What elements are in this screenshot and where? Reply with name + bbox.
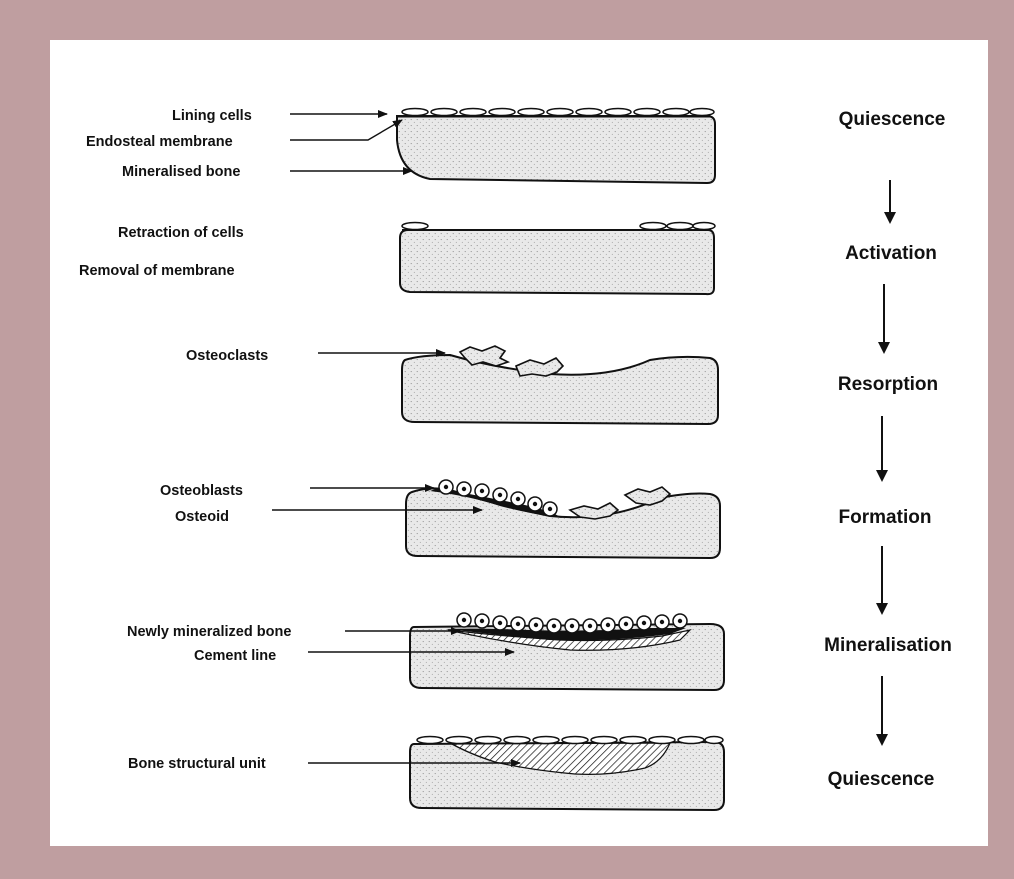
stage-quiescence-end: Quiescence (828, 769, 935, 790)
lining-cells-row (402, 109, 714, 116)
label-removal-of-membrane: Removal of membrane (79, 263, 235, 279)
label-osteoclasts: Osteoclasts (186, 348, 268, 364)
stage4-diagram (406, 480, 720, 558)
label-lining-cells: Lining cells (172, 108, 252, 124)
stage3-diagram (402, 346, 718, 424)
retracted-cell (667, 223, 693, 230)
osteoclast (516, 358, 563, 376)
retracted-cell (640, 223, 666, 230)
pointer-endosteal-membrane (290, 120, 402, 140)
label-mineralised-bone: Mineralised bone (122, 164, 240, 180)
retracted-cell (402, 223, 428, 230)
retracted-cell (693, 223, 715, 230)
stage6-diagram (410, 737, 724, 811)
label-newly-mineralized-bone: Newly mineralized bone (127, 624, 291, 640)
stage-activation: Activation (845, 243, 937, 264)
stage2-diagram (400, 223, 715, 295)
label-endosteal-membrane: Endosteal membrane (86, 134, 233, 150)
label-osteoblasts: Osteoblasts (160, 483, 243, 499)
label-retraction-of-cells: Retraction of cells (118, 225, 244, 241)
stage-formation: Formation (839, 507, 932, 528)
bone-remodeling-figure: Lining cells Endosteal membrane Minerali… (50, 40, 988, 846)
stage-resorption: Resorption (838, 374, 938, 395)
stage-mineralisation: Mineralisation (824, 635, 952, 656)
bone-remodeling-diagram: Lining cells Endosteal membrane Minerali… (50, 40, 988, 846)
stage1-diagram (397, 109, 715, 184)
label-osteoid: Osteoid (175, 509, 229, 525)
label-bone-structural-unit: Bone structural unit (128, 756, 266, 772)
stage-quiescence-start: Quiescence (839, 109, 946, 130)
label-cement-line: Cement line (194, 648, 276, 664)
